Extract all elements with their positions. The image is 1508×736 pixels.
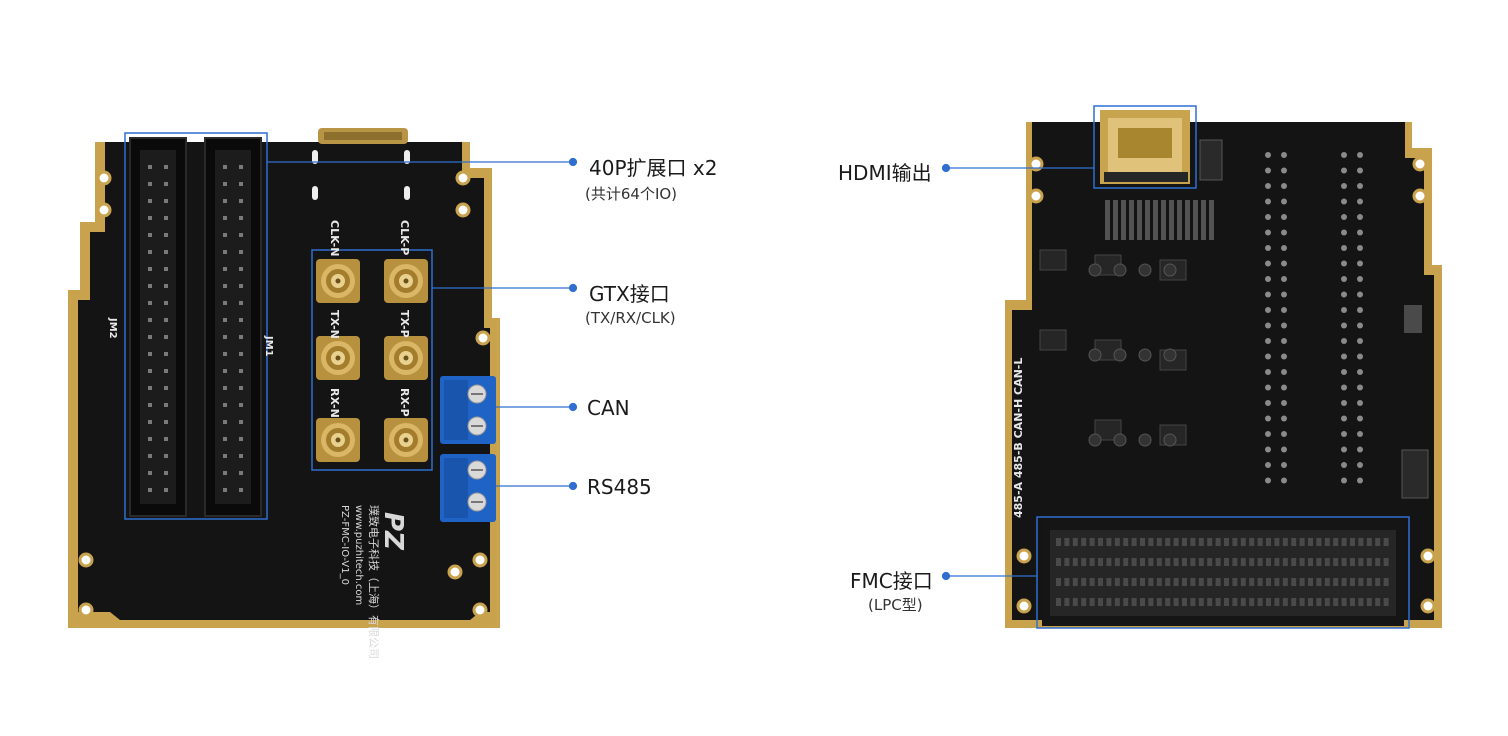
callout-hdmi: HDMI输出 xyxy=(838,161,932,185)
callout-rs485: RS485 xyxy=(587,475,652,499)
right-board: 485-A 485-B CAN-H CAN-L xyxy=(941,105,1442,629)
silk-jm1: JM1 xyxy=(263,335,274,357)
callout-gtx: GTX接口 xyxy=(589,282,670,306)
silk-jm2: JM2 xyxy=(107,317,118,339)
silk-website: www.puzhitech.com xyxy=(353,505,364,605)
callout-fmc: FMC接口 xyxy=(850,569,933,593)
silk-company: 璞致电子科技（上海）有限公司 xyxy=(367,505,381,659)
logo-pz: PZ xyxy=(378,512,408,551)
callout-40p-headers-sub: (共计64个IO) xyxy=(585,185,678,203)
silk-tx-n: TX-N xyxy=(328,310,341,339)
callout-40p-headers: 40P扩展口 x2 xyxy=(589,156,718,180)
left-board: CLK-N CLK-P TX-N TX-P RX-N RX-P JM2 JM1 … xyxy=(68,128,578,659)
silk-model: PZ-FMC-IO-V1_0 xyxy=(339,505,350,585)
rs485-terminal xyxy=(440,454,496,522)
silk-rx-n: RX-N xyxy=(328,388,341,418)
silk-rx-p: RX-P xyxy=(398,388,411,417)
silk-clk-p: CLK-P xyxy=(398,220,411,255)
callout-fmc-sub: (LPC型) xyxy=(868,596,923,614)
silk-clk-n: CLK-N xyxy=(328,220,341,256)
silk-bus-label: 485-A 485-B CAN-H CAN-L xyxy=(1012,358,1025,518)
callout-gtx-sub: (TX/RX/CLK) xyxy=(585,309,676,327)
callout-can: CAN xyxy=(587,396,630,420)
can-terminal xyxy=(440,376,496,444)
silk-tx-p: TX-P xyxy=(398,310,411,338)
